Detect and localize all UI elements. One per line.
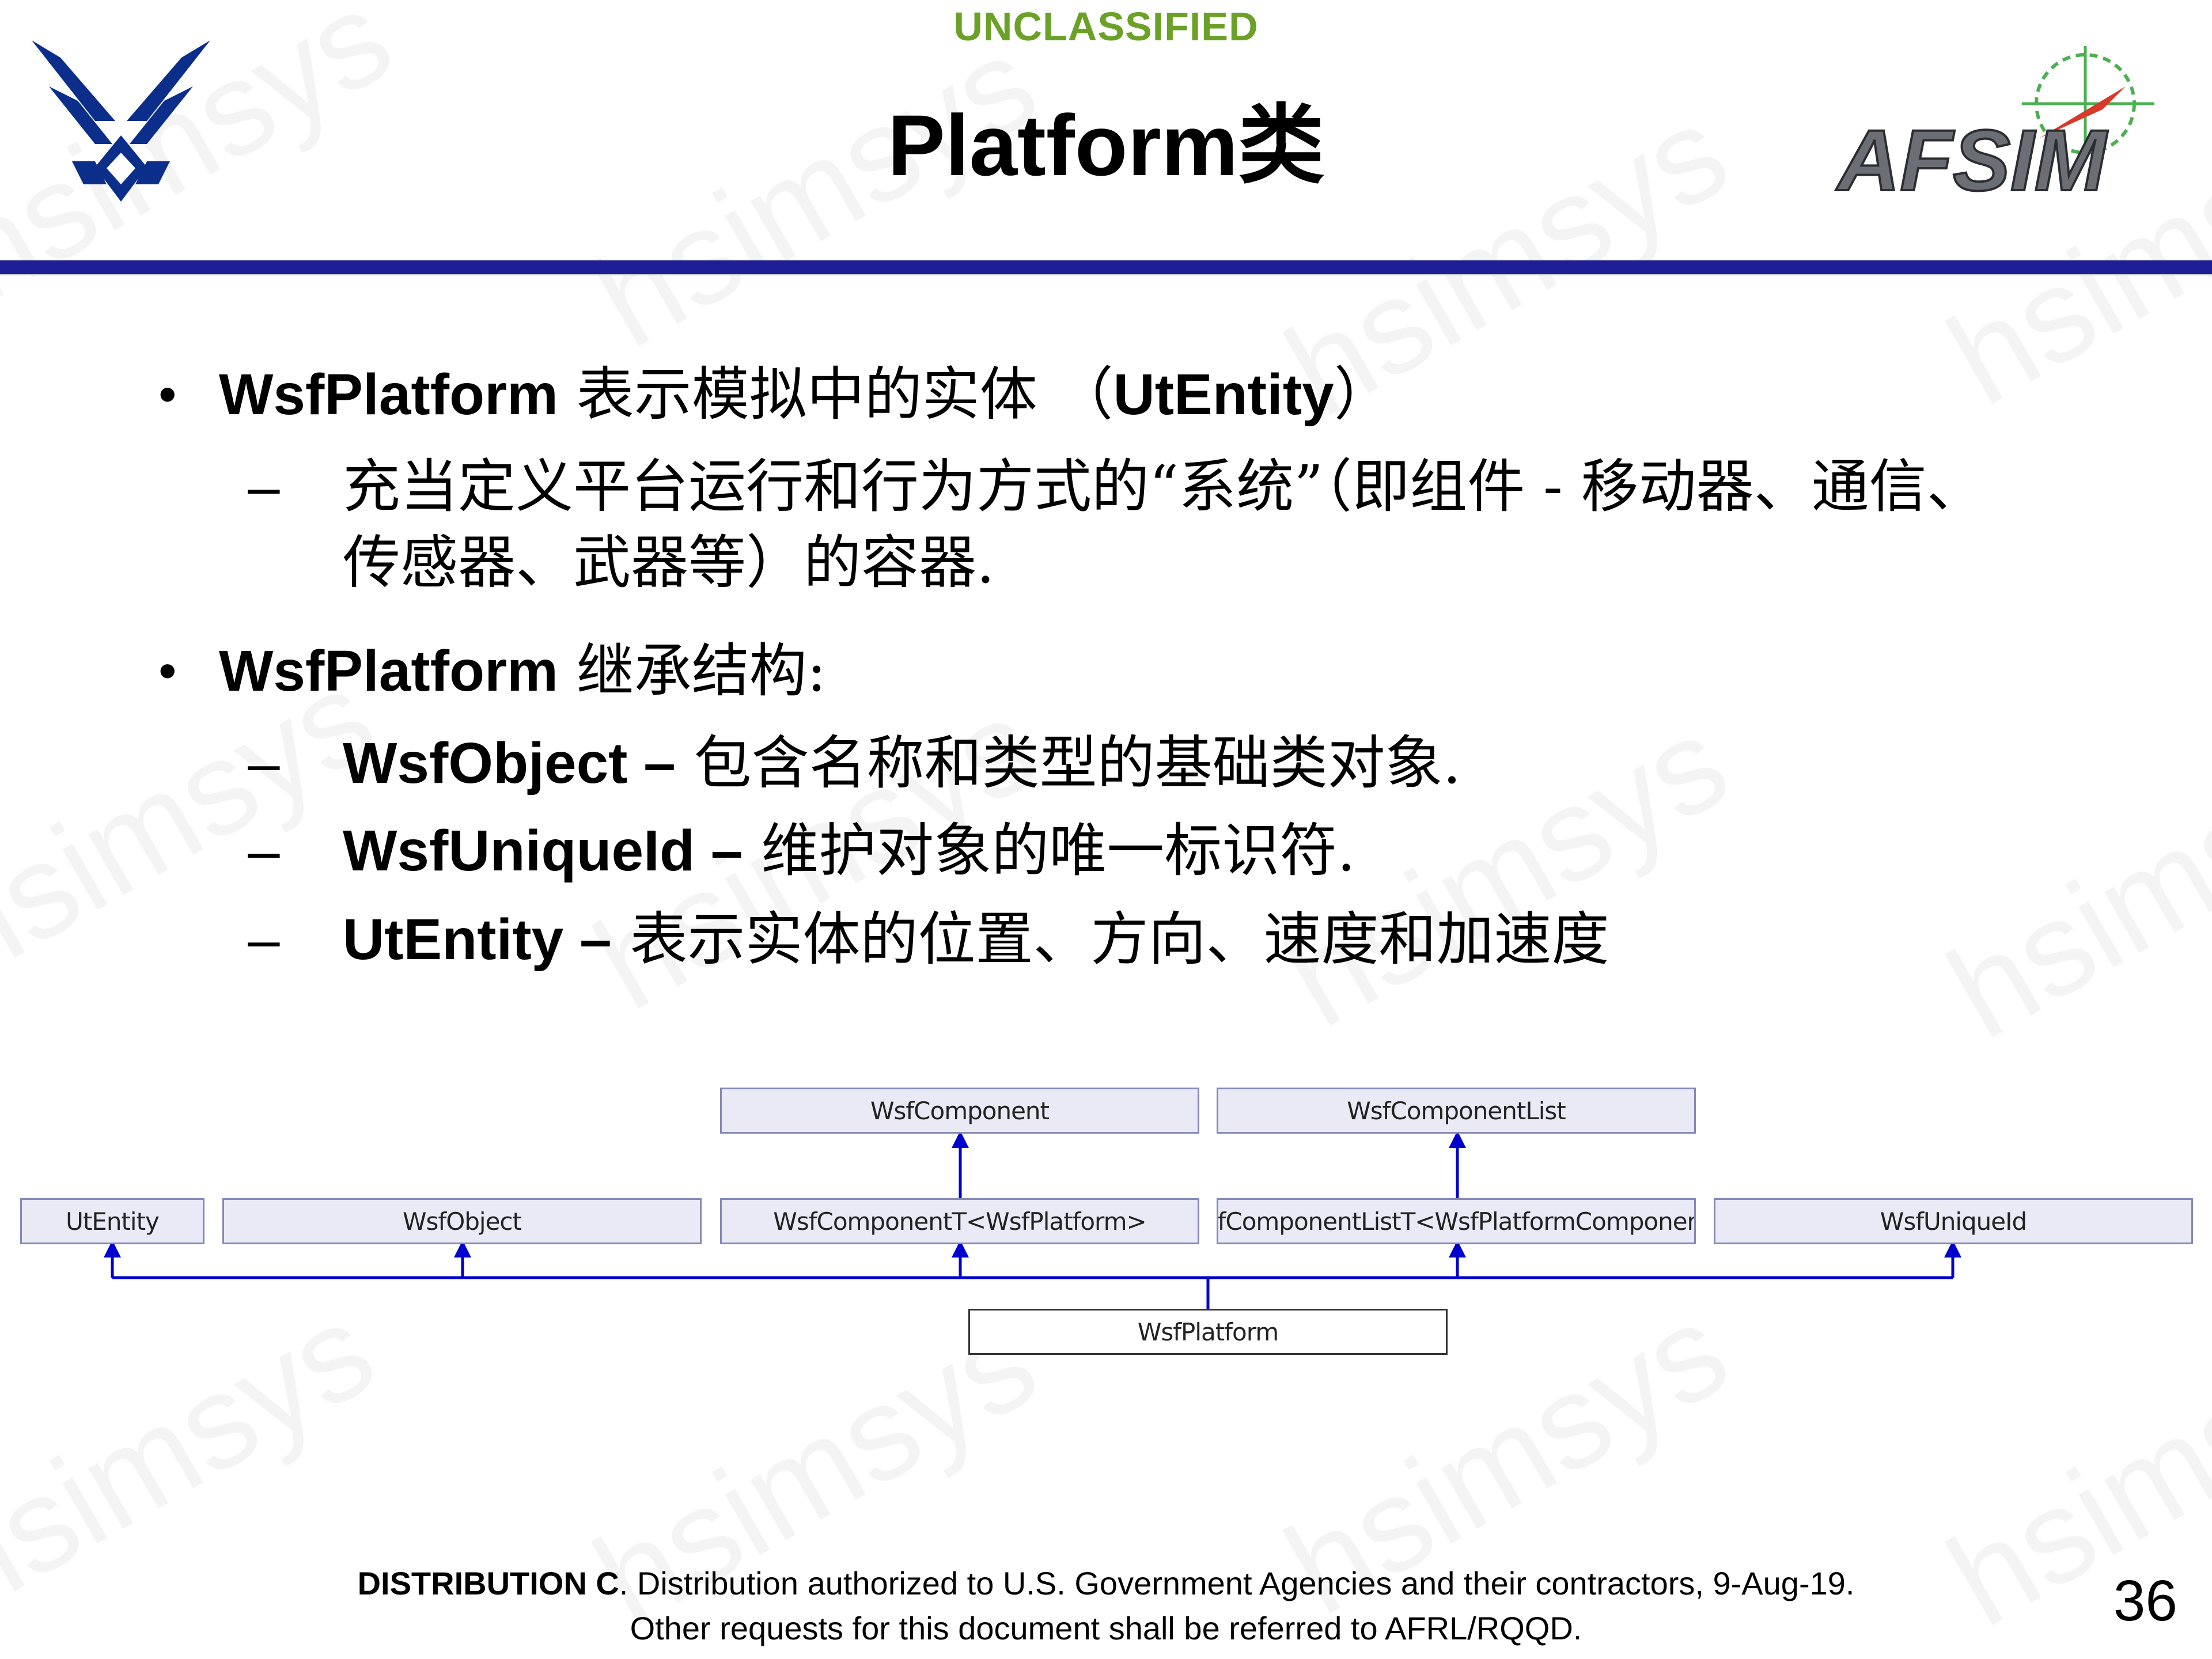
bullet-1-text: 表示模拟中的实体 （ (558, 361, 1113, 428)
class-box-wsfcomponentt: WsfComponentT<WsfPlatform> (720, 1198, 1199, 1244)
sub-bullet-text: 维护对象的唯一标识符. (743, 817, 1356, 884)
class-box-wsfplatform: WsfPlatform (968, 1309, 1448, 1355)
bullet-dot: • (158, 366, 177, 423)
class-box-utentity: UtEntity (20, 1198, 204, 1244)
distribution-text: . Distribution authorized to U.S. Govern… (619, 1565, 1855, 1601)
dash-marker: – (248, 819, 280, 883)
class-box-wsfcomponentlist: WsfComponentList (1217, 1088, 1696, 1134)
dash-marker: – (248, 731, 280, 796)
sub-bullet-bold: UtEntity – (343, 907, 612, 972)
bullet-2-bold: WsfPlatform (219, 639, 558, 703)
class-box-wsfobject: WsfObject (222, 1198, 702, 1244)
sub-bullet-text: 充当定义平台运行和行为方式的“系统”（即组件 - 移动器、通信、 (343, 453, 1984, 520)
sub-bullet-bold: WsfObject – (343, 731, 676, 796)
sub-bullet-text-cont: 传感器、武器等）的容器. (343, 529, 995, 596)
page-number: 36 (2113, 1569, 2177, 1633)
bullet-1-text2: ） (1334, 361, 1392, 428)
sub-bullet-bold: WsfUniqueId – (343, 819, 743, 883)
bullet-2-text: 继承结构: (558, 637, 827, 704)
bullet-1-bold: WsfPlatform (219, 362, 558, 427)
bullet-dot: • (158, 642, 177, 700)
distribution-statement: DISTRIBUTION C. Distribution authorized … (0, 1561, 2212, 1651)
slide-title: Platform类 (887, 97, 1325, 194)
dash-marker: – (248, 454, 280, 519)
class-box-wsfuniqueid: WsfUniqueId (1714, 1198, 2193, 1244)
distribution-bold: DISTRIBUTION C (357, 1565, 619, 1601)
air-force-logo (32, 40, 210, 202)
sub-bullet-text: 表示实体的位置、方向、速度和加速度 (611, 906, 1609, 973)
sub-bullet-text: 包含名称和类型的基础类对象. (675, 729, 1461, 797)
class-box-wsfcomponentlistt: WsfComponentListT<WsfPlatformComponent> (1217, 1198, 1696, 1244)
dash-marker: – (248, 907, 280, 972)
bullet-1-bold2: UtEntity (1113, 362, 1334, 427)
class-box-wsfcomponent: WsfComponent (720, 1088, 1199, 1134)
distribution-line2: Other requests for this document shall b… (630, 1610, 1582, 1646)
title-rule (0, 260, 2212, 275)
afsim-logo: AFSIM (1834, 46, 2154, 207)
classification-banner: UNCLASSIFIED (953, 4, 1259, 49)
afsim-logo-text: AFSIM (1835, 112, 2108, 207)
sub-bullet-continuation: 传感器、武器等）的容器. (343, 525, 2071, 600)
